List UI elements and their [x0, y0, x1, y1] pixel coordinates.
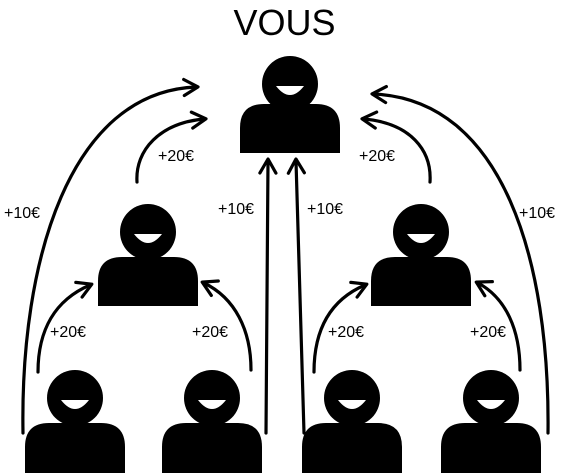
label-sub-left-2: +20€: [192, 324, 229, 341]
label-indirect-outer-left: +10€: [4, 205, 41, 222]
arrow-droite1-to-droite: [312, 280, 369, 374]
arrow-gauche1-to-gauche: [36, 280, 94, 374]
person-icon-filleul-gauche: [98, 204, 198, 306]
arrow-outer-left-to-vous: [21, 77, 200, 435]
label-sub-right-1: +20€: [328, 324, 365, 341]
label-direct-right: +20€: [359, 148, 396, 165]
arrow-outer-right-to-vous: [370, 84, 550, 435]
arrow-gauche2-to-gauche: [200, 279, 253, 372]
person-icon-filleul-droite-1: [302, 370, 402, 473]
label-indirect-outer-right: +10€: [519, 205, 556, 222]
label-indirect-inner-left: +10€: [218, 201, 255, 218]
label-sub-right-2: +20€: [470, 324, 507, 341]
person-icon-filleul-gauche-1: [25, 370, 125, 473]
person-icon-filleul-droite-2: [441, 370, 541, 473]
arrow-gauche-to-vous: [135, 110, 208, 184]
arrow-droite2-to-droite: [474, 280, 522, 372]
arrow-inner-left-to-vous: [258, 157, 278, 435]
label-sub-left-1: +20€: [50, 324, 87, 341]
arrow-inner-right-to-vous: [286, 157, 306, 435]
person-icon-vous: [240, 56, 340, 153]
arrow-droite-to-vous: [360, 110, 432, 184]
label-indirect-inner-right: +10€: [307, 201, 344, 218]
person-icon-filleul-droite: [371, 204, 471, 306]
label-direct-left: +20€: [158, 148, 195, 165]
diagram-title: VOUS: [233, 2, 336, 43]
person-icon-filleul-gauche-2: [162, 370, 262, 473]
